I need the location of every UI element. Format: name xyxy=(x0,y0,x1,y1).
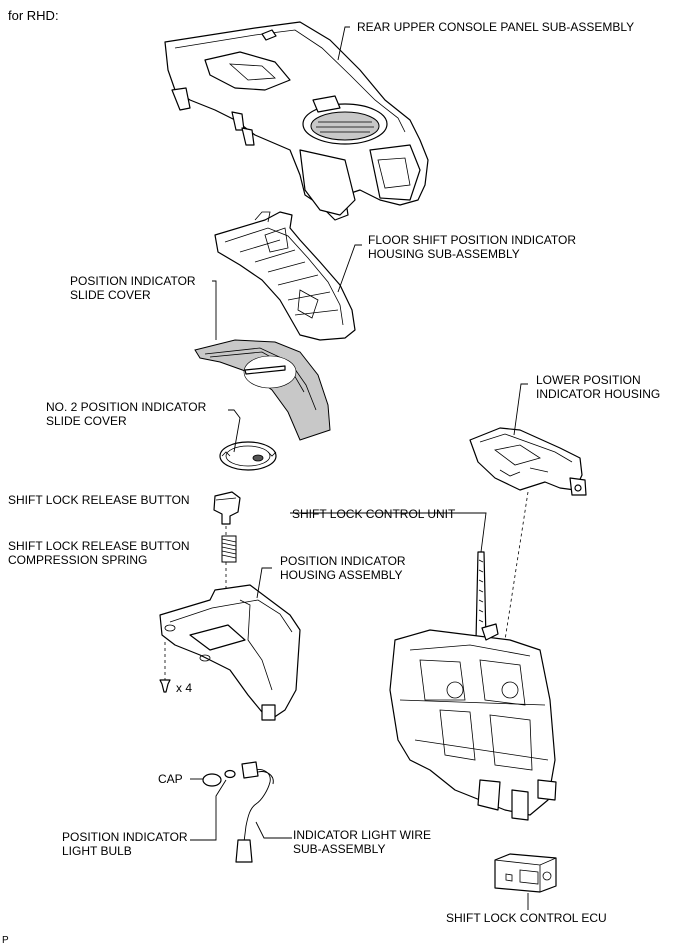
label-indicator-light-wire: INDICATOR LIGHT WIRE SUB-ASSEMBLY xyxy=(293,828,432,856)
compression-spring-part xyxy=(221,535,237,563)
rear-upper-console-panel-part xyxy=(164,21,429,221)
label-position-indicator-slide-cover: POSITION INDICATOR SLIDE COVER xyxy=(70,274,196,302)
no2-slide-cover-part xyxy=(219,441,277,471)
label-shift-lock-release-button: SHIFT LOCK RELEASE BUTTON xyxy=(8,493,190,507)
floor-shift-housing-part xyxy=(214,211,356,341)
screw-part xyxy=(159,679,171,693)
label-lower-position-indicator-housing: LOWER POSITION INDICATOR HOUSING xyxy=(536,373,661,401)
label-shift-lock-control-unit: SHIFT LOCK CONTROL UNIT xyxy=(292,507,456,521)
label-rear-upper-console-panel: REAR UPPER CONSOLE PANEL SUB-ASSEMBLY xyxy=(357,20,635,34)
label-position-indicator-light-bulb: POSITION INDICATOR LIGHT BULB xyxy=(62,830,188,858)
light-bulb-part xyxy=(224,769,236,779)
diagram-variant-label: for RHD: xyxy=(8,8,59,23)
figure-code: P xyxy=(2,935,9,946)
alignment-lines xyxy=(164,491,529,680)
label-shift-lock-control-ecu: SHIFT LOCK CONTROL ECU xyxy=(446,911,607,925)
label-position-indicator-housing-assembly: POSITION INDICATOR HOUSING ASSEMBLY xyxy=(280,554,406,582)
label-no2-position-indicator-slide-cover: NO. 2 POSITION INDICATOR SLIDE COVER xyxy=(46,400,207,428)
cap-part xyxy=(202,773,222,787)
label-screw-quantity: x 4 xyxy=(176,681,193,695)
indicator-light-wire-part xyxy=(235,761,274,863)
shift-lock-release-button-part xyxy=(213,491,241,525)
leader-lines xyxy=(190,26,529,910)
position-indicator-slide-cover-part xyxy=(194,339,331,441)
position-indicator-housing-assembly-part xyxy=(159,584,301,721)
lower-position-indicator-housing-part xyxy=(469,427,587,496)
shift-lock-control-unit-part xyxy=(389,551,557,821)
label-cap: CAP xyxy=(158,772,183,786)
label-shift-lock-release-button-spring: SHIFT LOCK RELEASE BUTTON COMPRESSION SP… xyxy=(8,539,190,567)
shift-lock-control-ecu-part xyxy=(494,853,557,893)
label-floor-shift-housing: FLOOR SHIFT POSITION INDICATOR HOUSING S… xyxy=(368,233,577,261)
